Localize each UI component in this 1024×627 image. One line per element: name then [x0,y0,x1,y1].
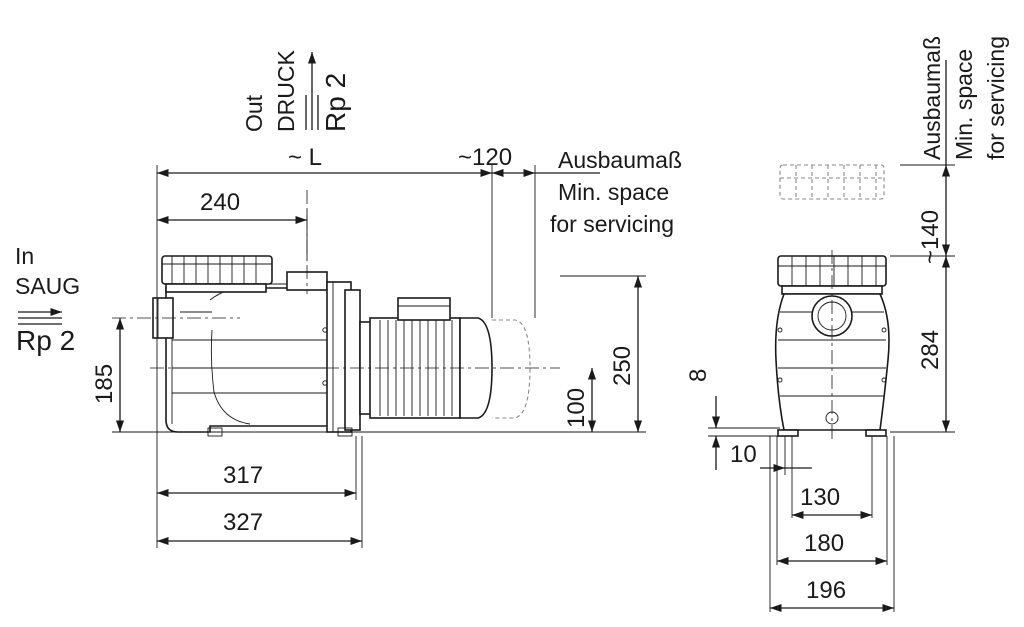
dim-317: 317 [223,462,263,489]
dim-140: ~140 [917,210,944,264]
dim-196: 196 [806,577,846,604]
dim-284: 284 [917,330,944,370]
motor [359,297,531,419]
dim-180: 180 [804,530,844,557]
length-label: ~ L [288,144,322,171]
front-view: Ausbaumaß Min. space for servicing ~140 … [685,36,1009,613]
strainer-cover [161,255,273,293]
outlet-thread-label: Rp 2 [320,73,351,132]
dim-240: 240 [200,189,240,216]
outlet-out-label: Out [241,94,267,132]
dim-10: 10 [730,441,757,468]
front-service-label-en-1: Min. space [951,49,977,160]
front-housing [774,293,890,437]
dim-185: 185 [91,364,118,404]
outlet-druck-label: DRUCK [273,50,299,132]
front-service-label-de: Ausbaumaß [919,36,945,160]
dim-130: 130 [800,484,840,511]
dim-100: 100 [563,388,590,428]
service-label-de: Ausbaumaß [558,147,682,173]
inlet-in-label: In [15,243,34,269]
dim-327: 327 [223,509,263,536]
dim-250: 250 [609,346,636,386]
dim-8: 8 [685,369,712,382]
service-label-en-2: for servicing [550,211,674,237]
pump-housing [152,271,361,437]
inlet-saug-label: SAUG [15,273,80,299]
service-label-en-1: Min. space [558,179,669,205]
side-view: In SAUG Rp 2 Out DRUCK Rp 2 ~ L ~120 Aus… [15,50,682,548]
inlet-thread-label: Rp 2 [16,325,75,356]
lid-removed-ghost [779,164,885,200]
front-service-label-en-2: for servicing [983,36,1009,160]
clearance-label: ~120 [458,144,512,171]
